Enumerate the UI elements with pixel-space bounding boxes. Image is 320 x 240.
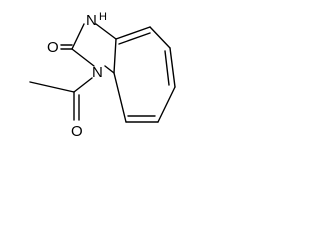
atom-hydrogen-nh: H <box>99 11 107 23</box>
bond-c5-c6-double <box>164 50 170 86</box>
structure-diagram: O N H N O <box>29 11 176 140</box>
bond-cacyl-ch3 <box>29 81 75 93</box>
bond-c3a-c4-double <box>118 32 151 45</box>
bond-c2-n3 <box>71 23 85 50</box>
bond-c8-c8a <box>113 72 127 123</box>
bond-c4-c5 <box>149 26 171 49</box>
atom-oxygen-acetyl: O <box>71 123 83 140</box>
bond-lines <box>29 23 176 123</box>
bond-n1-c8a <box>104 65 115 74</box>
bond-c6-c7 <box>157 86 176 123</box>
atom-nitrogen-nh: N <box>86 12 97 29</box>
atom-labels: O N H N O <box>47 11 107 140</box>
bond-c2-n1 <box>71 48 95 67</box>
atom-nitrogen-acetyl: N <box>92 64 103 81</box>
bond-c5-c6 <box>169 47 176 88</box>
atom-oxygen-ring-carbonyl: O <box>47 39 59 56</box>
bond-n3-c3a <box>95 23 117 40</box>
bond-c3a-c8a <box>113 38 117 74</box>
bond-n1-cacyl <box>73 77 93 93</box>
bond-c3a-c4 <box>115 26 151 40</box>
